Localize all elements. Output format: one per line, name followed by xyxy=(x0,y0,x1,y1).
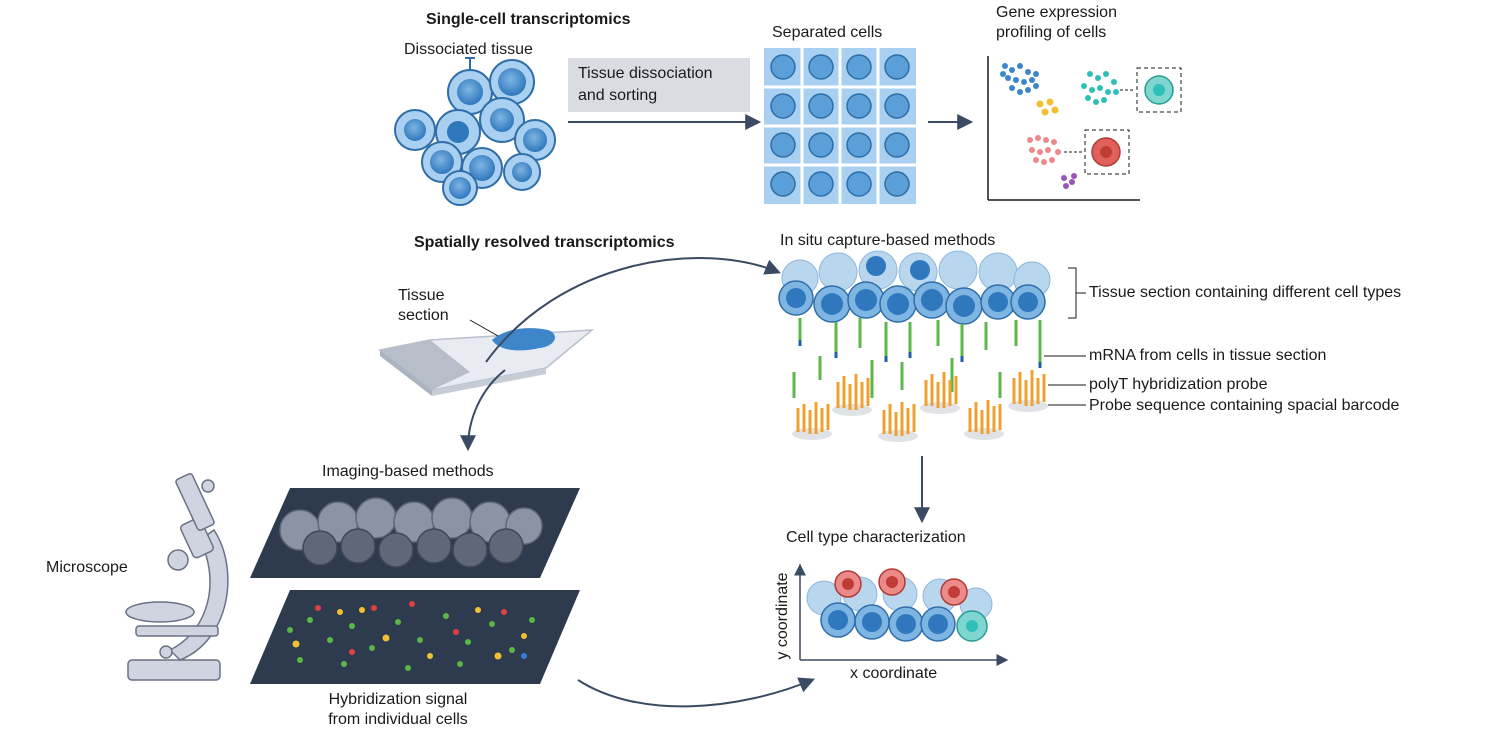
in-situ-label: In situ capture-based methods xyxy=(780,232,996,249)
annotation-mrna: mRNA from cells in tissue section xyxy=(1089,347,1327,364)
characterization-plot xyxy=(794,563,1009,666)
capture-arrow xyxy=(485,257,781,363)
spatial-heading: Spatially resolved transcriptomics xyxy=(414,234,675,251)
gene-expression-label-line2: profiling of cells xyxy=(996,24,1107,41)
glass-slide xyxy=(378,319,595,396)
imaging-slide-bottom xyxy=(250,590,580,684)
single-cell-heading: Single-cell transcriptomics xyxy=(426,11,631,28)
separated-cells-grid xyxy=(764,48,916,204)
annotation-barcode-probe: Probe sequence containing spacial barcod… xyxy=(1089,397,1400,414)
y-axis-label: y coordinate xyxy=(774,572,791,660)
tissue-section-label-line2: section xyxy=(398,307,449,324)
cell-type-label: Cell type characterization xyxy=(786,529,966,546)
imaging-methods-label: Imaging-based methods xyxy=(322,463,494,480)
gene-expression-plot xyxy=(987,56,1182,201)
dissociation-step-label-line2: and sorting xyxy=(578,87,658,104)
dissociated-tissue-label: Dissociated tissue xyxy=(404,41,533,58)
annotation-polyt-probe: polyT hybridization probe xyxy=(1089,376,1268,393)
mrna-strands xyxy=(792,318,1042,398)
hybridization-label-line1: Hybridization signal xyxy=(328,691,468,708)
microscope-illustration xyxy=(125,473,229,681)
hybridization-label-line2: from individual cells xyxy=(328,711,468,728)
microscope-label: Microscope xyxy=(46,559,128,576)
x-axis-label: x coordinate xyxy=(850,665,938,682)
signal-arrow xyxy=(577,677,815,708)
step-label-box xyxy=(568,58,750,112)
in-situ-tissue-cells xyxy=(778,250,1051,325)
dissociated-tissue-cells xyxy=(394,57,556,206)
imaging-slide-top xyxy=(250,488,580,578)
annotation-lines xyxy=(1044,355,1086,406)
imaging-arrow xyxy=(460,369,506,452)
gene-expression-label-line1: Gene expression xyxy=(996,4,1117,21)
barcode-probes xyxy=(792,370,1048,442)
tissue-bracket xyxy=(1068,267,1086,319)
dissociation-step-label-line1: Tissue dissociation xyxy=(578,65,713,82)
annotation-tissue-section: Tissue section containing different cell… xyxy=(1089,284,1402,301)
separated-cells-label: Separated cells xyxy=(772,24,883,41)
tissue-section-label-line1: Tissue xyxy=(398,287,445,304)
